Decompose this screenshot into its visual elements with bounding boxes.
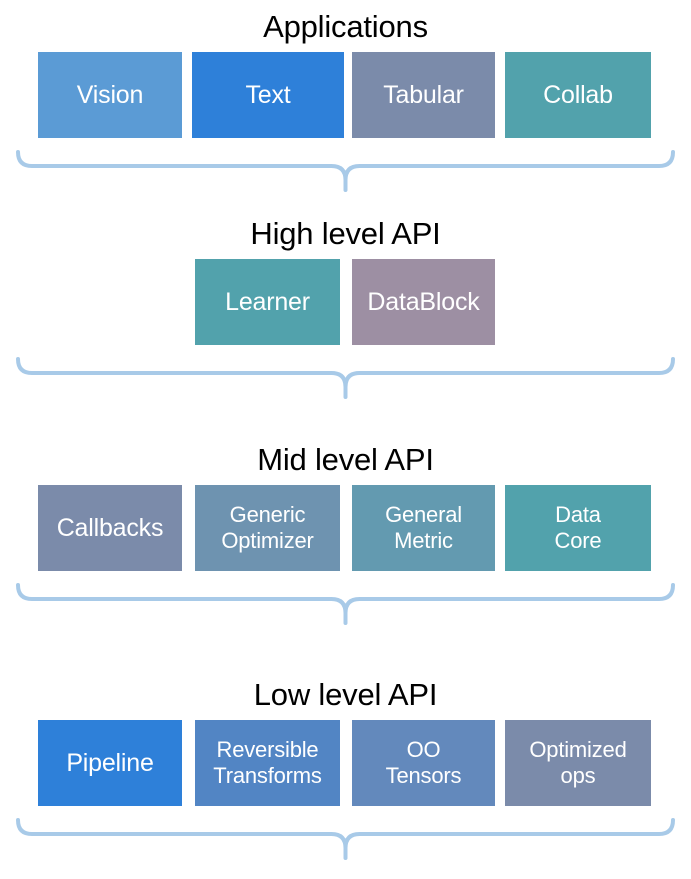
- node-box-pipeline[interactable]: Pipeline: [38, 720, 182, 806]
- node-label-pipeline: Pipeline: [66, 749, 154, 777]
- layer-title-low-level-api: Low level API: [253, 677, 438, 712]
- node-box-text[interactable]: Text: [192, 52, 344, 138]
- node-box-optimized-ops[interactable]: Optimized ops: [505, 720, 651, 806]
- box-row-applications: Vision Text Tabular Collab: [0, 52, 691, 138]
- brace-mid-level-api: [0, 579, 691, 627]
- brace-path: [16, 150, 675, 192]
- layer-high-level-api: High level API Learner DataBlock: [0, 215, 691, 401]
- layer-title-applications: Applications: [263, 9, 428, 44]
- node-label-generic-optimizer: Generic Optimizer: [221, 502, 314, 553]
- node-box-reversible-transforms[interactable]: Reversible Transforms: [195, 720, 340, 806]
- layer-mid-level-api: Mid level API Callbacks Generic Optimizer G…: [0, 441, 691, 627]
- brace-icon-mid-level-api: [16, 583, 675, 625]
- brace-high-level-api: [0, 353, 691, 401]
- node-label-tabular: Tabular: [383, 81, 464, 109]
- node-label-optimized-ops: Optimized ops: [529, 737, 627, 788]
- node-box-collab[interactable]: Collab: [505, 52, 651, 138]
- brace-applications: [0, 146, 691, 194]
- node-label-oo-tensors: OO Tensors: [385, 737, 462, 788]
- node-label-learner: Learner: [225, 288, 310, 316]
- node-label-vision: Vision: [76, 81, 144, 109]
- layer-title-mid-level-api: Mid level API: [257, 442, 434, 477]
- brace-icon-low-level-api: [16, 818, 675, 860]
- brace-icon-high-level-api: [16, 357, 675, 399]
- brace-icon-applications: [16, 150, 675, 192]
- box-row-low-level-api: Pipeline Reversible Transforms OO Tensors O…: [0, 720, 691, 806]
- node-box-tabular[interactable]: Tabular: [352, 52, 495, 138]
- box-row-high-level-api: Learner DataBlock: [0, 259, 691, 345]
- node-box-callbacks[interactable]: Callbacks: [38, 485, 182, 571]
- node-box-learner[interactable]: Learner: [195, 259, 340, 345]
- brace-path: [16, 583, 675, 625]
- node-box-datablock[interactable]: DataBlock: [352, 259, 495, 345]
- node-label-data-core: Data Core: [554, 502, 602, 553]
- node-box-oo-tensors[interactable]: OO Tensors: [352, 720, 495, 806]
- node-box-general-metric[interactable]: General Metric: [352, 485, 495, 571]
- node-label-reversible-transforms: Reversible Transforms: [213, 737, 322, 788]
- layer-title-high-level-api: High level API: [250, 216, 441, 251]
- brace-low-level-api: [0, 814, 691, 862]
- node-label-callbacks: Callbacks: [56, 514, 164, 542]
- brace-path: [16, 818, 675, 860]
- node-label-general-metric: General Metric: [385, 502, 462, 553]
- node-box-data-core[interactable]: Data Core: [505, 485, 651, 571]
- node-label-collab: Collab: [543, 81, 613, 109]
- node-box-generic-optimizer[interactable]: Generic Optimizer: [195, 485, 340, 571]
- layer-low-level-api: Low level API Pipeline Reversible Transfor…: [0, 676, 691, 862]
- node-box-vision[interactable]: Vision: [38, 52, 182, 138]
- node-label-datablock: DataBlock: [367, 288, 480, 316]
- box-row-mid-level-api: Callbacks Generic Optimizer General Metric…: [0, 485, 691, 571]
- brace-path: [16, 357, 675, 399]
- node-label-text: Text: [245, 81, 291, 109]
